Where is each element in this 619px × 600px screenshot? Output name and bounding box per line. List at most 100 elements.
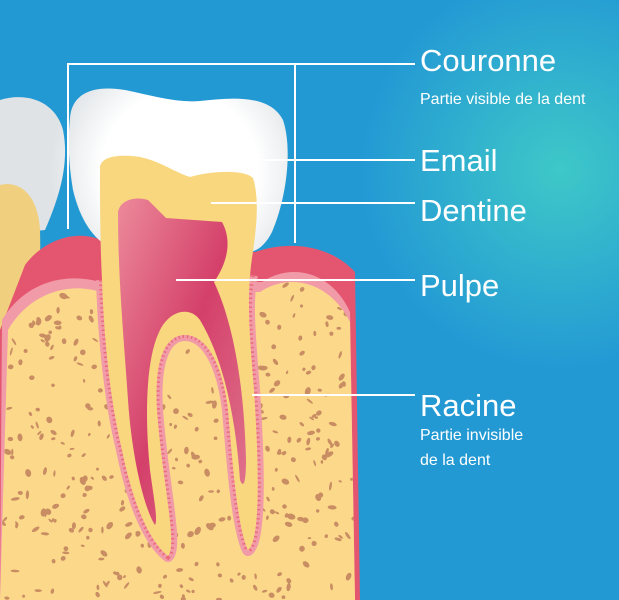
bone-spot: [334, 440, 340, 447]
bone-spot: [186, 463, 191, 468]
bone-spot: [327, 505, 337, 510]
bone-spot: [261, 589, 268, 593]
bone-spot: [28, 322, 34, 329]
bone-spot: [167, 394, 172, 400]
bone-spot: [286, 578, 292, 584]
bone-spot: [317, 388, 322, 392]
bone-spot: [290, 294, 295, 302]
bone-spot: [316, 437, 320, 441]
bone-spot: [344, 532, 351, 540]
bone-spot: [287, 436, 292, 443]
bone-spots: [0, 282, 355, 600]
bone-spot: [46, 416, 53, 424]
bone-spot: [85, 403, 91, 409]
bone-spot: [69, 447, 75, 450]
bone-spot: [51, 559, 56, 564]
bone-spot: [173, 424, 177, 429]
bone-spot: [272, 430, 279, 434]
bone-spot: [32, 320, 36, 326]
bone-spot: [44, 315, 52, 322]
bone-spot: [67, 453, 72, 458]
bone-spot: [218, 517, 226, 522]
bone-spot: [17, 490, 23, 495]
bone-spot: [162, 574, 168, 579]
bone-spot: [96, 467, 99, 471]
bone-spot: [265, 319, 270, 325]
bone-spot: [52, 503, 60, 509]
bone-spot: [25, 490, 30, 500]
bone-spot: [229, 578, 234, 583]
bone-spot: [61, 294, 70, 299]
bone-spot: [125, 522, 133, 527]
bone-spot: [194, 526, 201, 535]
bone-spot: [53, 470, 56, 477]
bone-spot: [34, 589, 42, 593]
bone-spot: [269, 387, 275, 393]
root-label: Racine: [420, 388, 517, 423]
bone-spot: [211, 387, 214, 394]
bone-spot: [81, 453, 86, 458]
bone-spot: [191, 454, 200, 460]
bone-spot: [282, 282, 289, 288]
bone-spot: [82, 379, 86, 383]
bone-spot: [338, 480, 342, 483]
bone-spot: [292, 313, 296, 318]
bone-spot: [167, 448, 173, 455]
bone-spot: [45, 508, 52, 515]
bone-spot: [279, 414, 287, 420]
bone-spot: [50, 429, 57, 436]
bone-spot: [306, 437, 311, 446]
bone-spot: [6, 406, 13, 410]
bone-spot: [174, 457, 179, 462]
bone-spot: [307, 430, 315, 436]
bone-spot: [53, 518, 57, 523]
bone-spot: [109, 475, 114, 479]
bone-spot: [324, 534, 329, 539]
bone-spot: [216, 489, 221, 494]
bone-spot: [48, 356, 55, 360]
bone-spot: [316, 410, 322, 416]
bone-spot: [187, 412, 193, 418]
bone-spot: [285, 370, 289, 375]
bone-spot: [194, 561, 199, 567]
bone-spot: [97, 420, 101, 427]
bone-spot: [337, 307, 342, 311]
bone-spot: [106, 521, 114, 530]
bone-spot: [36, 317, 42, 323]
bone-spot: [51, 383, 55, 388]
bone-spot: [11, 338, 17, 346]
bone-spot: [37, 430, 42, 436]
bone-spot: [61, 338, 67, 345]
bone-spot: [338, 351, 342, 359]
root-subtitle-line1: Partie invisible: [420, 427, 524, 444]
bone-spot: [338, 382, 345, 389]
bone-spot: [208, 522, 216, 529]
bone-spot: [50, 344, 54, 351]
bone-spot: [184, 446, 189, 455]
bone-spot: [325, 451, 334, 458]
bone-spot: [79, 349, 86, 356]
bone-spot: [286, 513, 296, 520]
bone-spot: [125, 532, 132, 540]
bone-spot: [180, 542, 185, 549]
bone-spot: [83, 508, 90, 514]
bone-spot: [135, 531, 141, 537]
bone-spot: [276, 586, 282, 593]
bone-spot: [314, 416, 319, 419]
bone-spot: [299, 286, 305, 292]
bone-spot: [284, 513, 289, 518]
bone-spot: [68, 527, 75, 533]
bone-spot: [60, 441, 65, 445]
bone-spot: [60, 493, 66, 499]
bone-spot: [277, 572, 283, 577]
bone-spot: [101, 526, 104, 534]
bone-spot: [188, 577, 194, 582]
bone-spot: [204, 468, 210, 477]
bone-spot: [28, 411, 33, 416]
bone-spot: [48, 518, 53, 523]
bone-spot: [55, 326, 60, 330]
bone-spot: [256, 365, 266, 370]
bone-spot: [316, 428, 321, 433]
bone-spot: [299, 304, 304, 308]
bone-spot: [73, 338, 79, 346]
